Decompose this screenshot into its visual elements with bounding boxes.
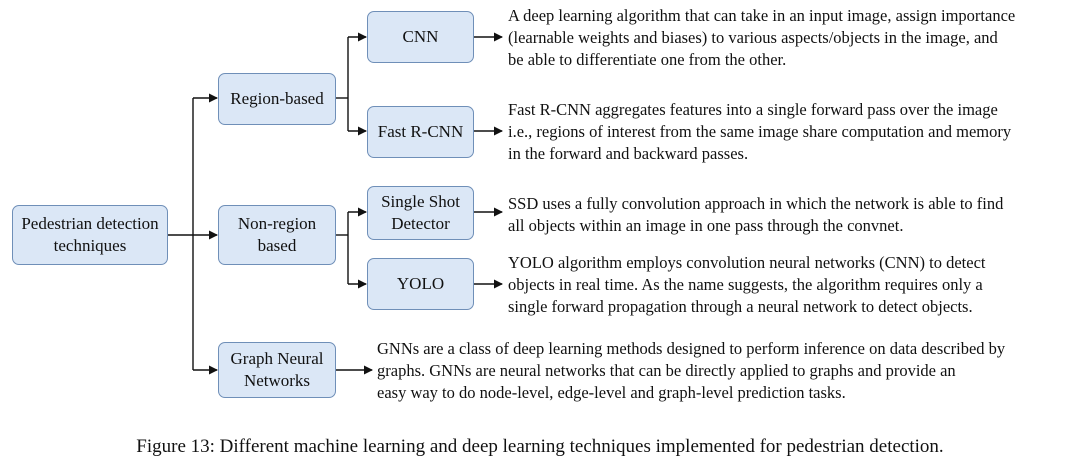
description-line: SSD uses a fully convolution approach in…	[508, 194, 1004, 213]
category-graph-neural-networks: Graph Neural Networks	[218, 342, 336, 398]
description-line: GNNs are a class of deep learning method…	[377, 339, 1006, 358]
description-yolo: YOLO algorithm employs convolution neura…	[508, 252, 986, 318]
method-cnn: CNN	[367, 11, 474, 63]
description-line: objects in real time. As the name sugges…	[508, 275, 983, 294]
description-line: A deep learning algorithm that can take …	[508, 6, 1016, 25]
description-fast-r-cnn: Fast R-CNN aggregates features into a si…	[508, 99, 1011, 165]
description-line: be able to differentiate one from the ot…	[508, 50, 787, 69]
description-line: graphs. GNNs are neural networks that ca…	[377, 361, 956, 380]
description-line: all objects within an image in one pass …	[508, 216, 904, 235]
root-node: Pedestrian detection techniques	[12, 205, 168, 265]
description-line: YOLO algorithm employs convolution neura…	[508, 253, 986, 272]
description-line: in the forward and backward passes.	[508, 144, 749, 163]
method-fast-r-cnn: Fast R-CNN	[367, 106, 474, 158]
description-line: single forward propagation through a neu…	[508, 297, 973, 316]
category-non-region-based: Non-region based	[218, 205, 336, 265]
figure-caption: Figure 13: Different machine learning an…	[136, 436, 944, 457]
description-line: i.e., regions of interest from the same …	[508, 122, 1012, 141]
description-cnn: A deep learning algorithm that can take …	[508, 5, 1015, 71]
method-yolo: YOLO	[367, 258, 474, 310]
description-line: (learnable weights and biases) to variou…	[508, 28, 998, 47]
description-line: easy way to do node-level, edge-level an…	[377, 383, 846, 402]
description-line: Fast R-CNN aggregates features into a si…	[508, 100, 998, 119]
description-graph-neural-networks: GNNs are a class of deep learning method…	[377, 338, 1005, 404]
method-single-shot-detector: Single Shot Detector	[367, 186, 474, 240]
category-region-based: Region-based	[218, 73, 336, 125]
description-single-shot-detector: SSD uses a fully convolution approach in…	[508, 193, 1003, 237]
